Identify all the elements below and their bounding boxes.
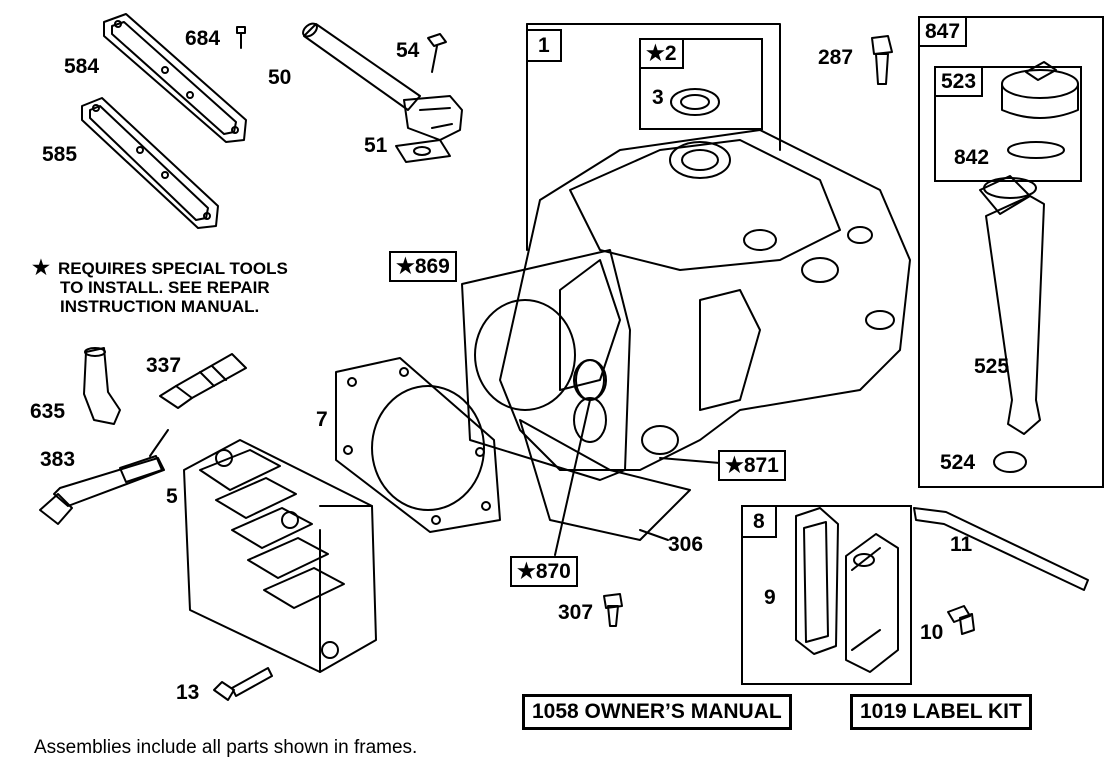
cylinder-head-5-drawing xyxy=(183,439,377,673)
label-847: 847 xyxy=(918,16,968,47)
label-3: 3 xyxy=(652,86,664,109)
label-5: 5 xyxy=(166,485,178,508)
gasket-306-drawing xyxy=(519,419,691,541)
label-kit: 1019 LABEL KIT xyxy=(850,694,1032,730)
screw-684-drawing xyxy=(236,26,246,49)
spark-plug-boot-635-drawing xyxy=(83,347,121,425)
breather-tube-50-drawing xyxy=(302,22,463,141)
head-gasket-7-drawing xyxy=(335,357,501,533)
dipstick-cap-523-drawing xyxy=(1001,61,1079,119)
frame-8 xyxy=(741,505,912,685)
label-54: 54 xyxy=(396,39,420,62)
label-869: ★869 xyxy=(389,251,457,282)
crankcase-drawing xyxy=(499,129,911,471)
frame-1 xyxy=(639,38,763,130)
bolt-307-drawing xyxy=(603,593,623,627)
gasket-585-drawing xyxy=(81,97,219,229)
frame-523 xyxy=(934,66,1082,182)
label-585: 585 xyxy=(42,143,78,166)
seal-3-drawing xyxy=(670,88,720,116)
label-870: ★870 xyxy=(510,556,578,587)
label-1: 1 xyxy=(526,29,562,62)
label-337: 337 xyxy=(146,354,182,377)
owners-manual-kit: 1058 OWNER’S MANUAL xyxy=(522,694,792,730)
label-10: 10 xyxy=(920,621,944,644)
gasket-51-drawing xyxy=(395,139,451,163)
label-383: 383 xyxy=(40,448,76,471)
label-51: 51 xyxy=(364,134,388,157)
tool-383-drawing xyxy=(39,429,169,525)
spark-plug-337-drawing xyxy=(159,353,247,409)
assemblies-footer: Assemblies include all parts shown in fr… xyxy=(34,737,418,758)
label-8: 8 xyxy=(741,505,777,538)
star-icon: ★ xyxy=(32,257,50,279)
note-line-1: REQUIRES SPECIAL TOOLS xyxy=(57,259,288,278)
label-2: ★2 xyxy=(639,38,684,69)
gasket-584-drawing xyxy=(103,13,247,143)
rod-11-drawing xyxy=(913,507,1089,591)
label-842: 842 xyxy=(954,146,990,169)
label-287: 287 xyxy=(818,46,854,69)
breather-plate-drawing xyxy=(845,533,899,673)
bolt-13-drawing xyxy=(213,667,273,701)
frame-847 xyxy=(918,16,1104,488)
label-7: 7 xyxy=(316,408,328,431)
screw-10-drawing xyxy=(947,605,975,635)
label-584: 584 xyxy=(64,55,100,78)
note-line-2: TO INSTALL. SEE REPAIR xyxy=(60,278,270,297)
special-tools-note: ★ REQUIRES SPECIAL TOOLS TO INSTALL. SEE … xyxy=(32,257,288,316)
label-307: 307 xyxy=(558,601,594,624)
o-ring-524-drawing xyxy=(993,451,1027,473)
label-524: 524 xyxy=(940,451,976,474)
label-525: 525 xyxy=(974,355,1010,378)
bolt-54-drawing xyxy=(427,33,447,73)
label-13: 13 xyxy=(176,681,200,704)
label-11: 11 xyxy=(950,533,973,556)
label-635: 635 xyxy=(30,400,66,423)
o-ring-842-drawing xyxy=(1007,141,1065,159)
label-306: 306 xyxy=(668,533,704,556)
label-50: 50 xyxy=(268,66,292,89)
label-684: 684 xyxy=(185,27,221,50)
label-523: 523 xyxy=(934,66,984,97)
label-871: ★871 xyxy=(718,450,786,481)
bolt-287-drawing xyxy=(871,35,893,85)
label-9: 9 xyxy=(764,586,776,609)
gasket-9-drawing xyxy=(795,507,839,655)
note-line-3: INSTRUCTION MANUAL. xyxy=(60,297,260,316)
